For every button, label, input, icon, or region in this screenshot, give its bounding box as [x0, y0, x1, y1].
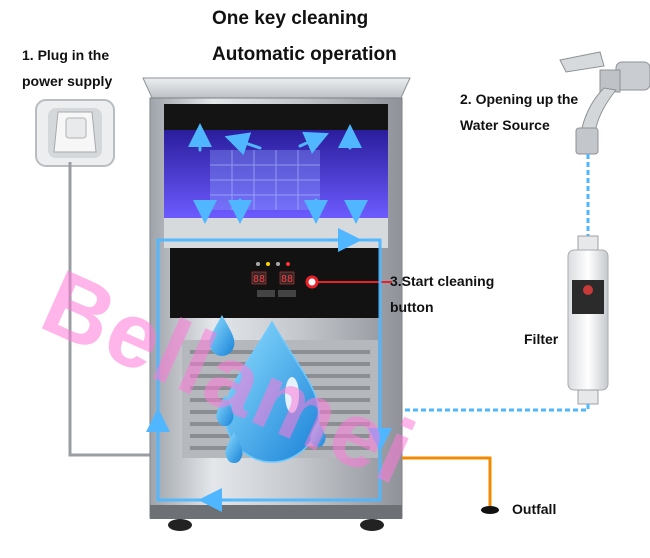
flow-arrow-icon [146, 123, 392, 512]
display-left: 88 [253, 274, 265, 285]
title-line-2: Automatic operation [212, 44, 397, 65]
step-1-label: 1. Plug in the power supply [22, 42, 112, 94]
step-3-line-2: button [390, 299, 434, 315]
filter-cartridge [567, 235, 609, 405]
water-drop-icon [209, 315, 326, 463]
step-3-label: 3.Start cleaning button [390, 268, 494, 320]
step-3-line-1: 3.Start cleaning [390, 273, 495, 289]
water-tap-icon [559, 51, 650, 155]
power-cord [68, 162, 155, 457]
step-1-line-2: power supply [22, 73, 113, 89]
title-line-1: One key cleaning [212, 8, 369, 29]
step-2-label: 2. Opening up the Water Source [460, 86, 578, 138]
drain-pipe [402, 456, 492, 506]
filter-label: Filter [524, 331, 559, 347]
power-socket-icon [35, 99, 115, 167]
control-panel: 88 88 [251, 262, 296, 297]
outfall-icon [481, 506, 499, 514]
step-2-line-1: 2. Opening up the [460, 91, 579, 107]
outfall-label: Outfall [512, 501, 557, 517]
step-2-line-2: Water Source [460, 117, 550, 133]
ice-machine [142, 77, 411, 531]
step-1-line-1: 1. Plug in the [22, 47, 110, 63]
display-right: 88 [281, 274, 293, 285]
water-supply-line [402, 404, 590, 412]
